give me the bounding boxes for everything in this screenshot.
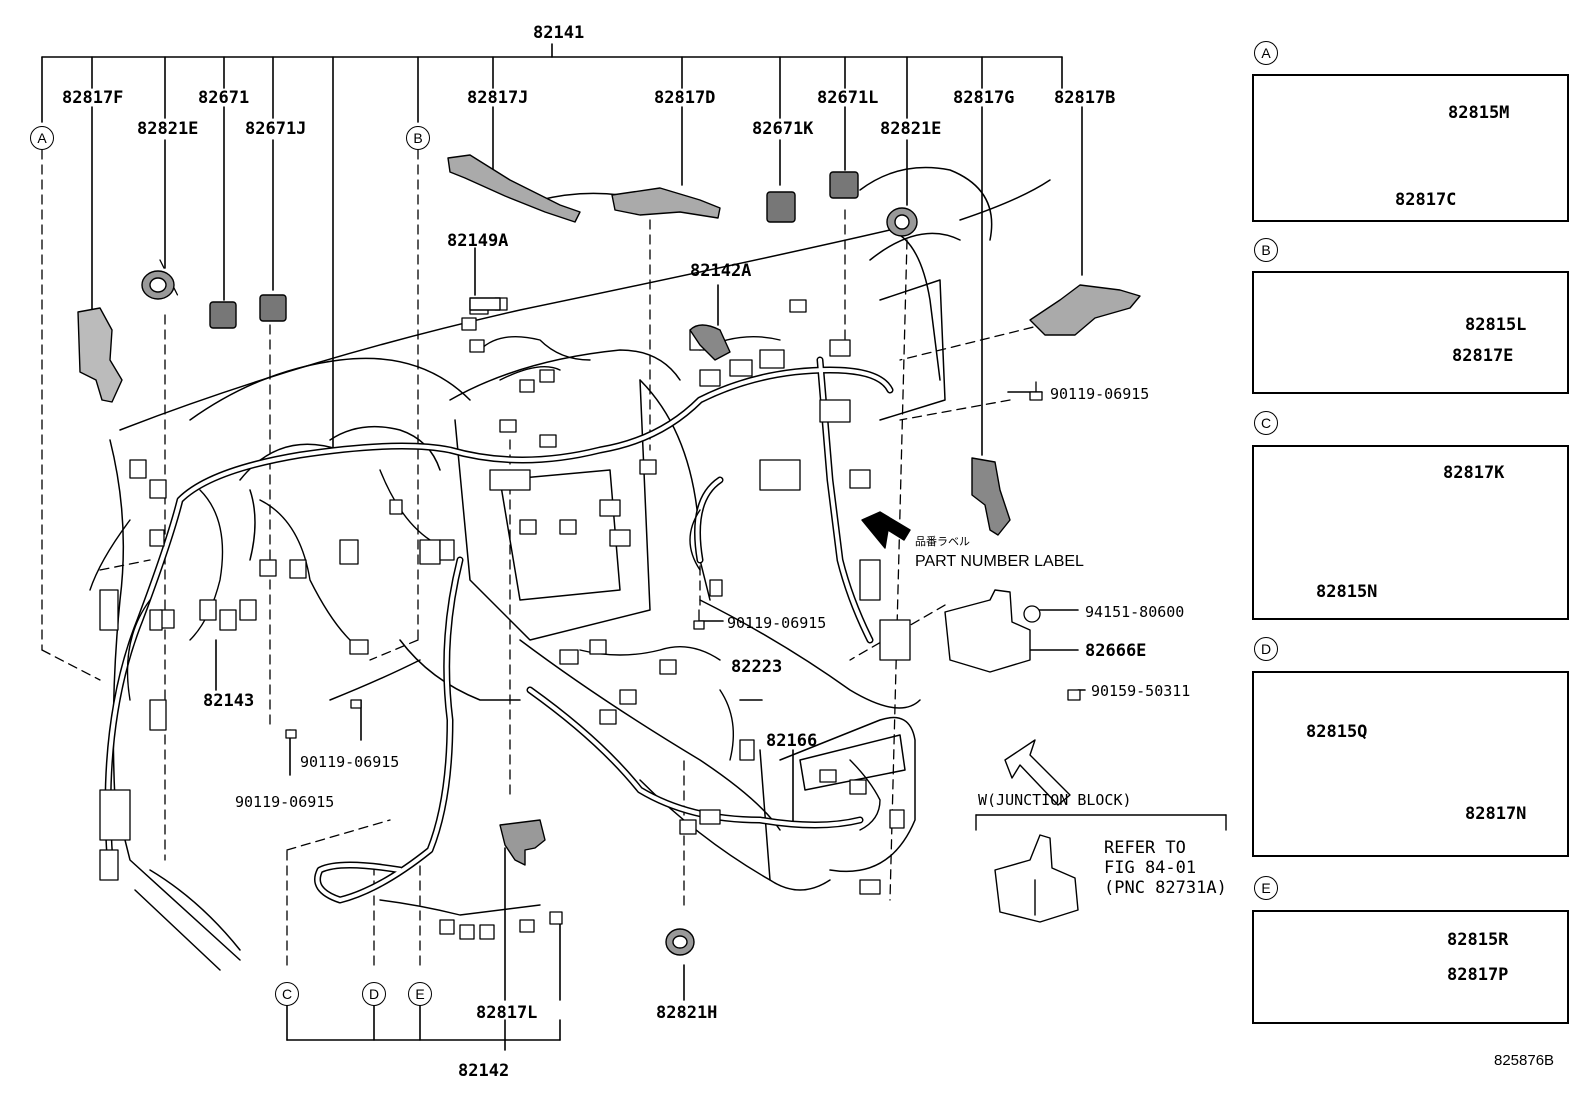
label-82671: 82671 [198,88,250,108]
part-label-82815L: 82815L [1465,315,1527,335]
label-90119-06915-d: 90119-06915 [235,793,335,811]
part-number-label: PART NUMBER LABEL [915,553,1084,570]
detail-panel-a [1252,74,1569,222]
callout-a: A [30,126,54,150]
callout-e: E [408,982,432,1006]
part-label-82817C: 82817C [1395,190,1457,210]
label-82817L: 82817L [476,1003,538,1023]
main-harness-bracket [41,43,1063,451]
part-label-82815N: 82815N [1316,582,1378,602]
panel-callout-d: D [1254,637,1278,661]
part-label-82817K: 82817K [1443,463,1505,483]
part-label-82815R: 82815R [1447,930,1509,950]
part-label-82817P: 82817P [1447,965,1509,985]
detail-panel-e [1252,910,1569,1024]
label-82821E-left: 82821E [137,119,199,139]
part-label-82815Q: 82815Q [1306,722,1368,742]
top-parts [77,154,1141,956]
instrument-panel-outline [109,166,1051,971]
label-82666E: 82666E [1085,641,1147,661]
panel-callout-a: A [1254,41,1278,65]
junction-block-label: W(JUNCTION BLOCK) [978,791,1132,809]
label-82671J: 82671J [245,119,307,139]
callout-b: B [406,126,430,150]
figure-id: 825876B [1494,1052,1555,1069]
part-label-82817E: 82817E [1452,346,1514,366]
label-82149A: 82149A [447,231,509,251]
part-label-82815M: 82815M [1448,103,1510,123]
label-82142: 82142 [458,1061,510,1081]
refer-line-2: FIG 84-01 [1104,858,1197,878]
label-82143: 82143 [203,691,255,711]
dashed-leaders [41,149,1063,966]
label-90119-06915-c: 90119-06915 [300,753,400,771]
detail-panel-b [1252,271,1569,394]
label-94151-80600: 94151-80600 [1085,603,1185,621]
label-90119-06915-a: 90119-06915 [1050,385,1150,403]
leader-lines [91,106,1086,1001]
bottom-harness-bracket [286,1001,561,1051]
label-90159-50311: 90159-50311 [1091,682,1191,700]
label-82166: 82166 [766,731,818,751]
refer-line-1: REFER TO [1104,838,1186,858]
callout-d: D [362,982,386,1006]
label-90119-06915-b: 90119-06915 [727,614,827,632]
label-82817J: 82817J [467,88,529,108]
part-number-label-jp: 品番ラベル [915,536,970,548]
refer-line-3: (PNC 82731A) [1104,878,1227,898]
label-82821E-right: 82821E [880,119,942,139]
harness-connectors [99,297,911,940]
panel-callout-c: C [1254,411,1278,435]
label-82817G: 82817G [953,88,1015,108]
label-82223: 82223 [731,657,783,677]
junction-block-area [975,814,1227,923]
label-82817B: 82817B [1054,88,1116,108]
label-82141: 82141 [533,23,585,43]
callout-c: C [275,982,299,1006]
panel-callout-b: B [1254,238,1278,262]
detail-panel-d [1252,671,1569,857]
label-82142A: 82142A [690,261,752,281]
label-82817F: 82817F [62,88,124,108]
label-82821H: 82821H [656,1003,718,1023]
wire-harness-inner [106,358,892,902]
label-82671L: 82671L [817,88,879,108]
part-label-82817N: 82817N [1465,804,1527,824]
detail-panel-c [1252,445,1569,620]
panel-callout-e: E [1254,876,1278,900]
label-82817D: 82817D [654,88,716,108]
label-82671K: 82671K [752,119,814,139]
